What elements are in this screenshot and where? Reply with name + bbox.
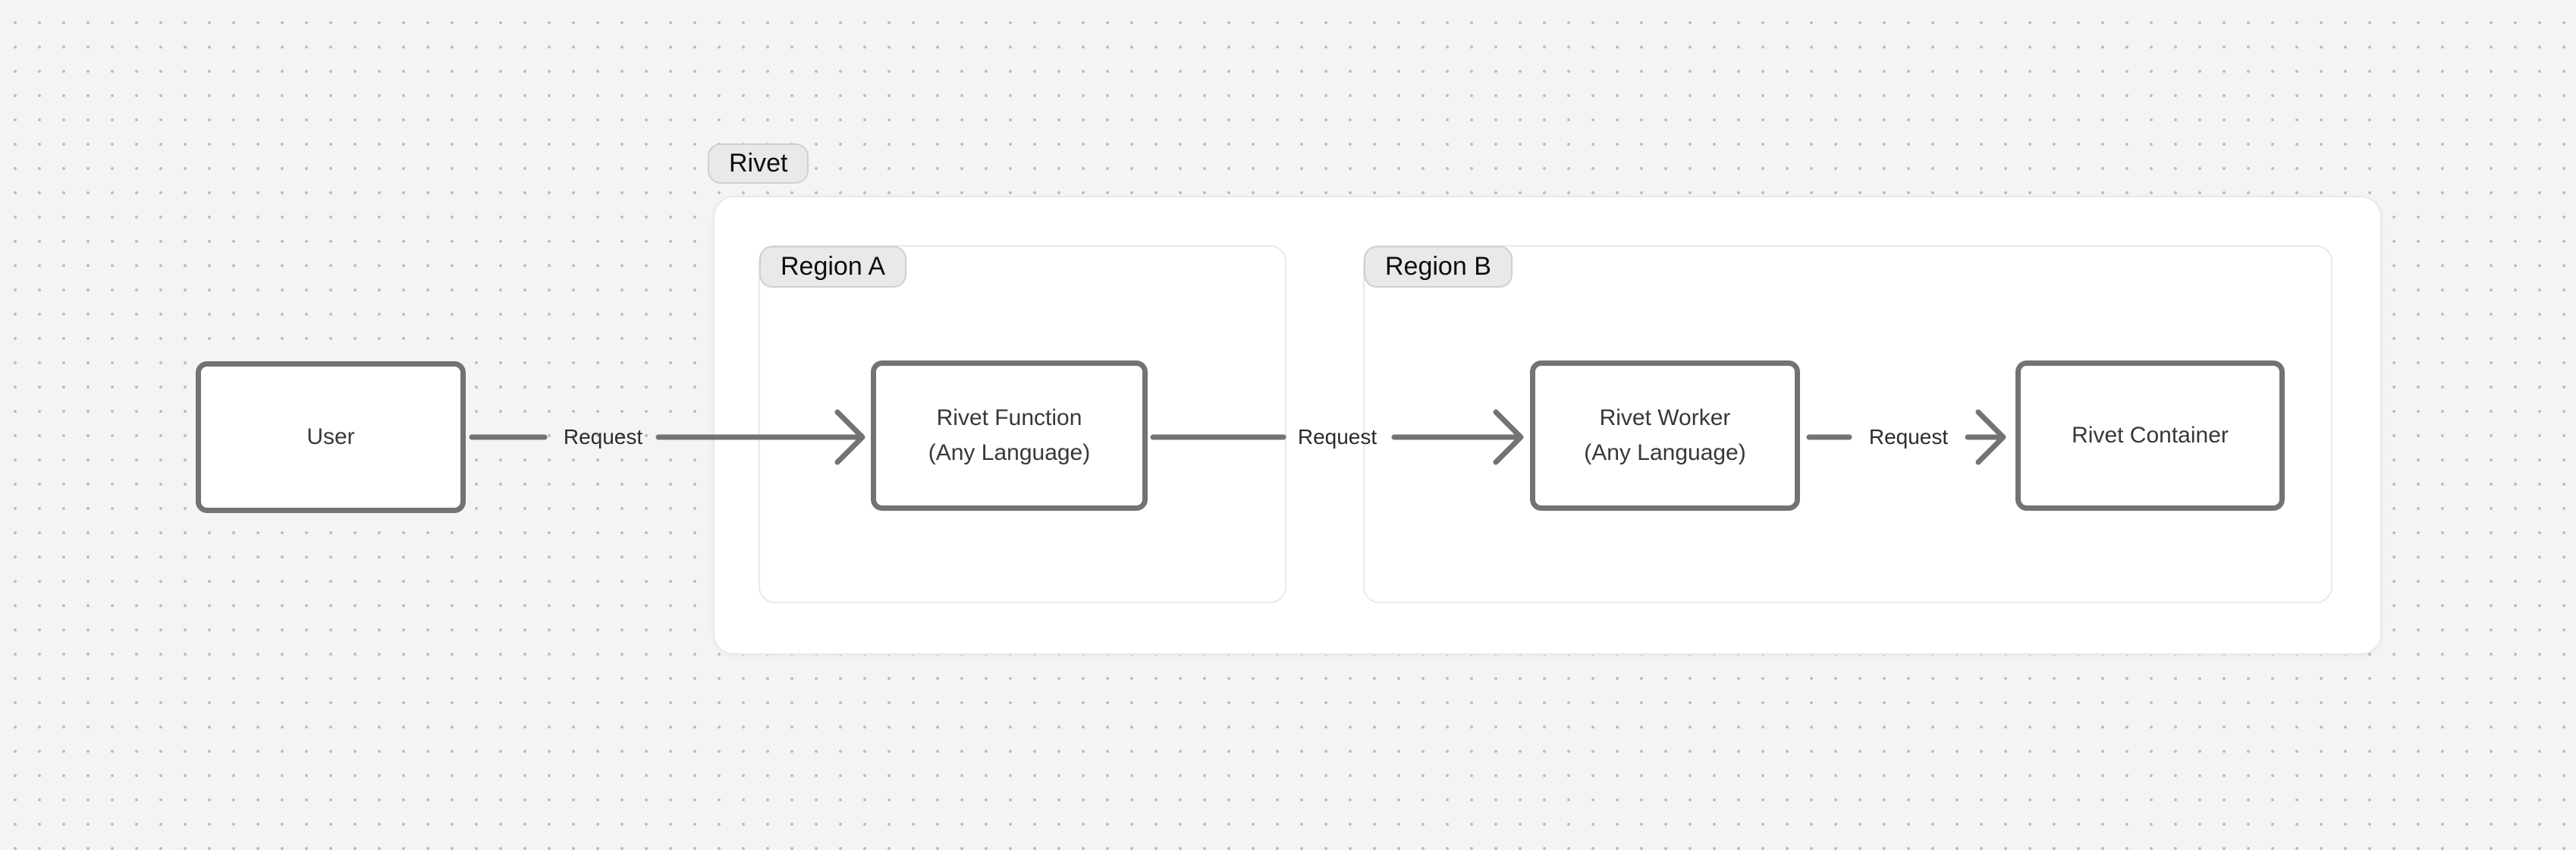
node-rivet-function: Rivet Function (Any Language) bbox=[871, 360, 1148, 511]
node-rivet-worker: Rivet Worker (Any Language) bbox=[1530, 360, 1800, 511]
node-user: User bbox=[196, 361, 466, 513]
region-a-label-text: Region A bbox=[781, 252, 885, 281]
region-b-label-text: Region B bbox=[1385, 252, 1491, 281]
node-rivet-function-line1: Rivet Function bbox=[936, 405, 1082, 430]
node-user-label: User bbox=[306, 424, 355, 449]
node-rivet-container: Rivet Container bbox=[2015, 360, 2285, 511]
node-rivet-worker-line2: (Any Language) bbox=[1584, 440, 1746, 465]
region-b-label: Region B bbox=[1364, 246, 1513, 288]
edge-label-request-2: Request bbox=[1297, 425, 1378, 449]
edge-label-request-3: Request bbox=[1868, 425, 1949, 449]
rivet-group-label: Rivet bbox=[708, 143, 809, 184]
node-rivet-worker-line1: Rivet Worker bbox=[1599, 405, 1731, 430]
region-a-label: Region A bbox=[759, 246, 906, 288]
edge-label-request-1: Request bbox=[563, 425, 643, 449]
node-rivet-container-label: Rivet Container bbox=[2072, 423, 2229, 448]
rivet-group-label-text: Rivet bbox=[729, 149, 788, 178]
node-rivet-function-line2: (Any Language) bbox=[928, 440, 1091, 465]
